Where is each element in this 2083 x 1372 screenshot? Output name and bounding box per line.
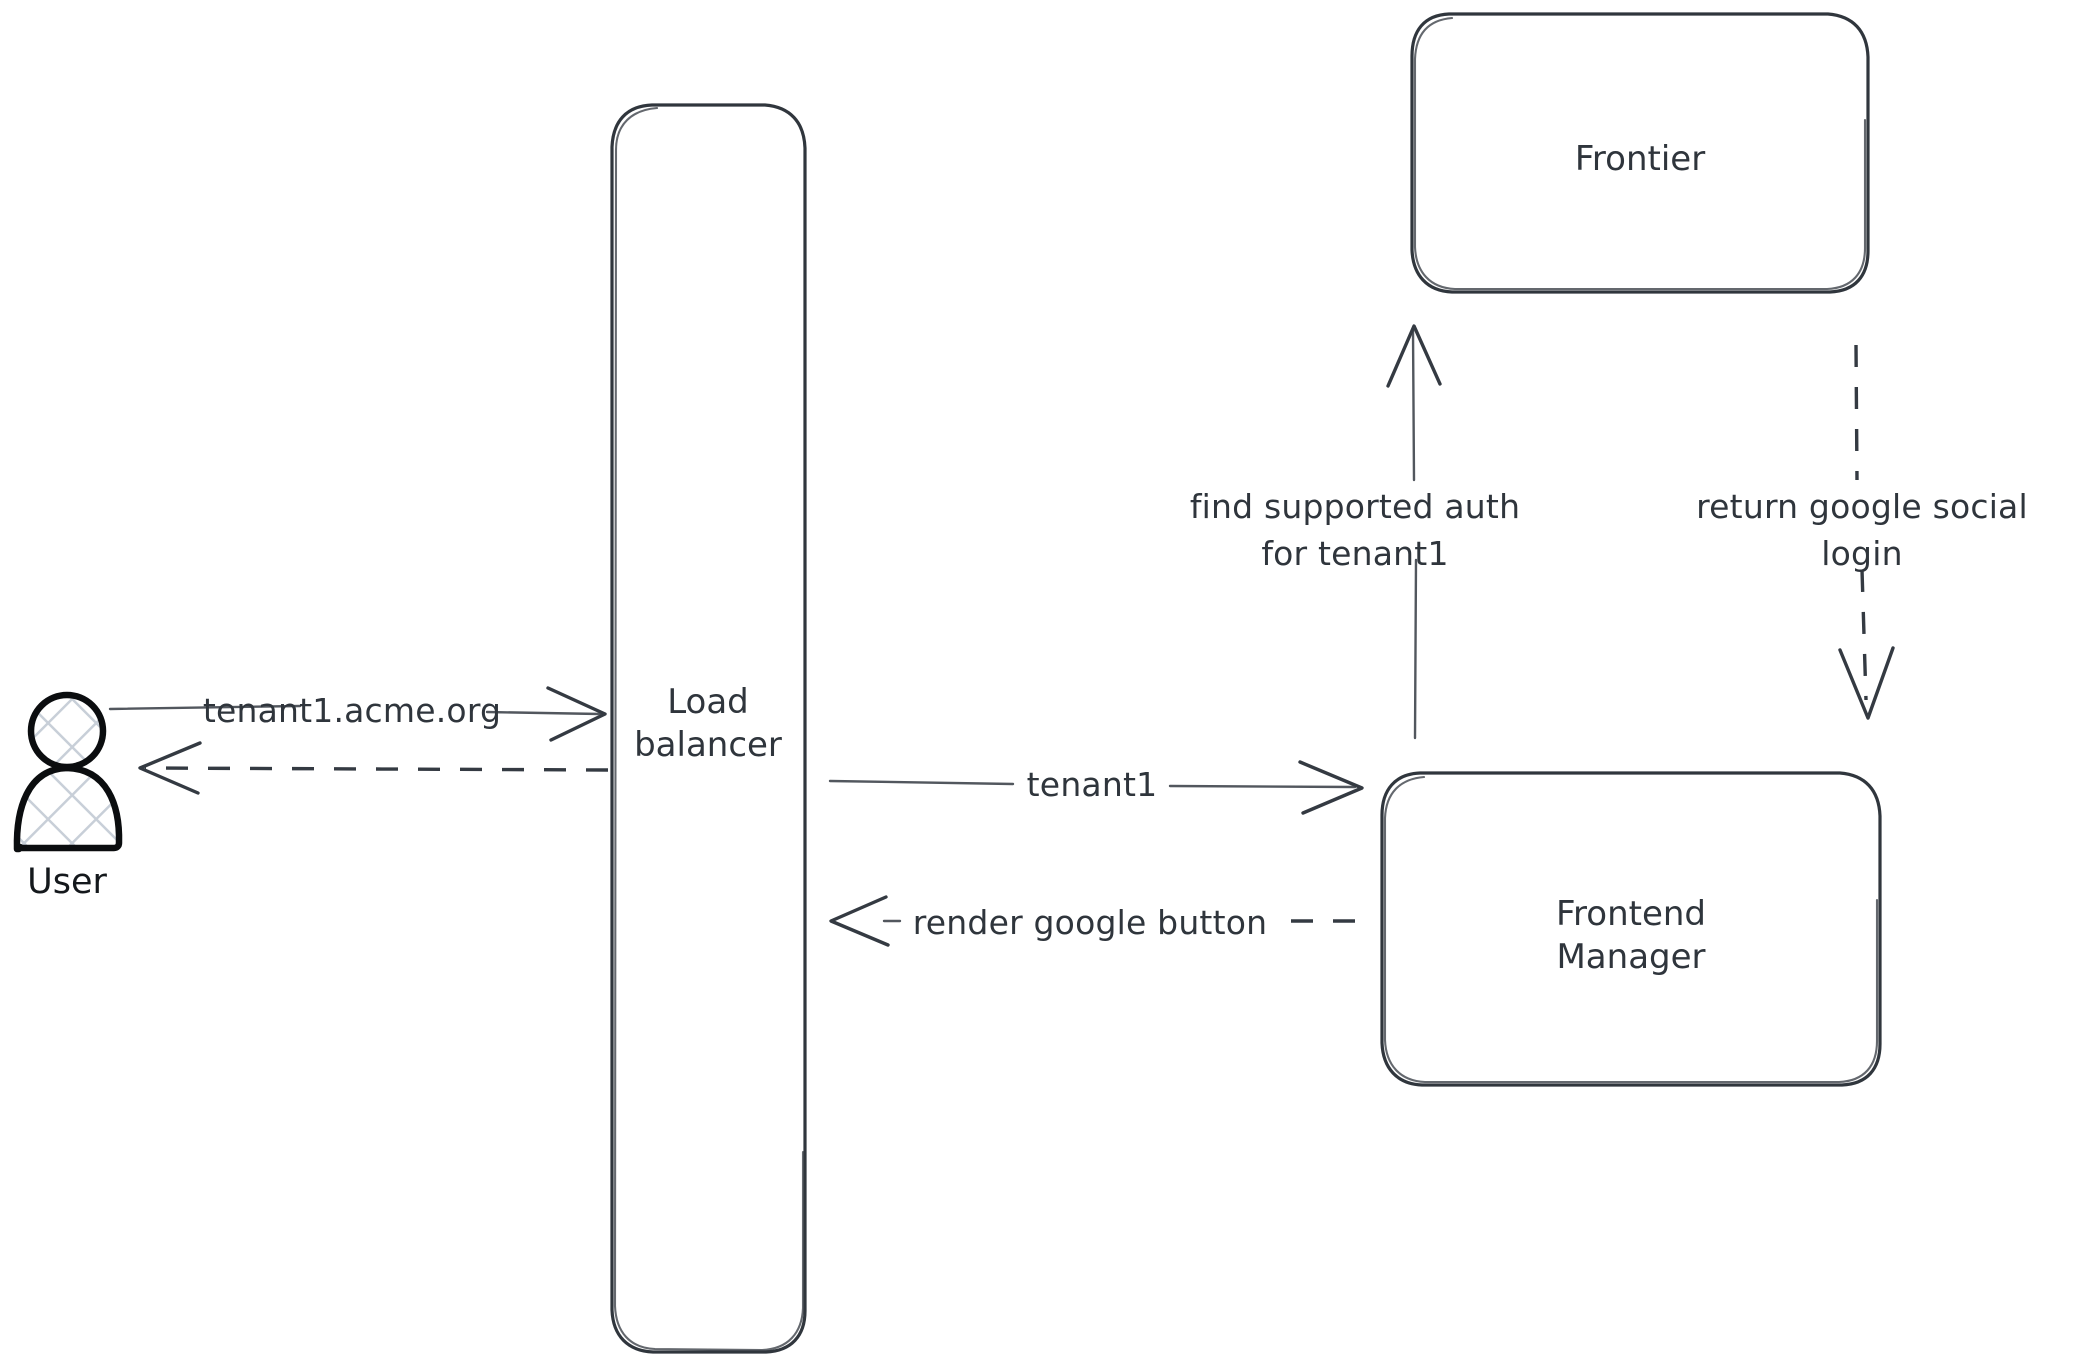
edge-frontend-manager-to-frontier[interactable]: find supported auth for tenant1 xyxy=(1190,324,1520,740)
edge-user-to-load-balancer[interactable]: tenant1.acme.org xyxy=(108,686,607,742)
edge-label-tenant1: tenant1 xyxy=(1027,765,1158,804)
edge-label-tenant1-acme-org: tenant1.acme.org xyxy=(203,691,501,730)
edge-load-balancer-to-user[interactable] xyxy=(138,741,609,795)
edge-label-return-google-social-line1: return google social xyxy=(1696,487,2028,526)
frontier-label: Frontier xyxy=(1575,139,1705,179)
edge-load-balancer-to-frontend-manager[interactable]: tenant1 xyxy=(828,760,1364,815)
node-frontier[interactable]: Frontier xyxy=(1410,12,1870,294)
user-icon xyxy=(13,691,123,853)
frontend-manager-label-line1: Frontend xyxy=(1556,894,1706,934)
node-frontend-manager[interactable]: Frontend Manager xyxy=(1380,771,1882,1087)
user-actor[interactable]: User xyxy=(13,691,123,902)
edge-label-return-google-social-line2: login xyxy=(1821,534,1902,573)
load-balancer-label-line1: Load xyxy=(667,682,749,722)
edge-label-find-supported-auth-line2: for tenant1 xyxy=(1261,534,1448,573)
user-label: User xyxy=(27,862,107,902)
edge-frontend-manager-to-load-balancer[interactable]: render google button xyxy=(829,895,1355,947)
frontend-manager-label-line2: Manager xyxy=(1556,937,1705,977)
load-balancer-label-line2: balancer xyxy=(634,725,782,765)
edge-frontier-to-frontend-manager[interactable]: return google social login xyxy=(1696,344,2028,720)
node-load-balancer[interactable]: Load balancer xyxy=(610,103,807,1354)
edge-label-render-google-button: render google button xyxy=(913,903,1267,942)
edge-label-find-supported-auth-line1: find supported auth xyxy=(1190,487,1520,526)
